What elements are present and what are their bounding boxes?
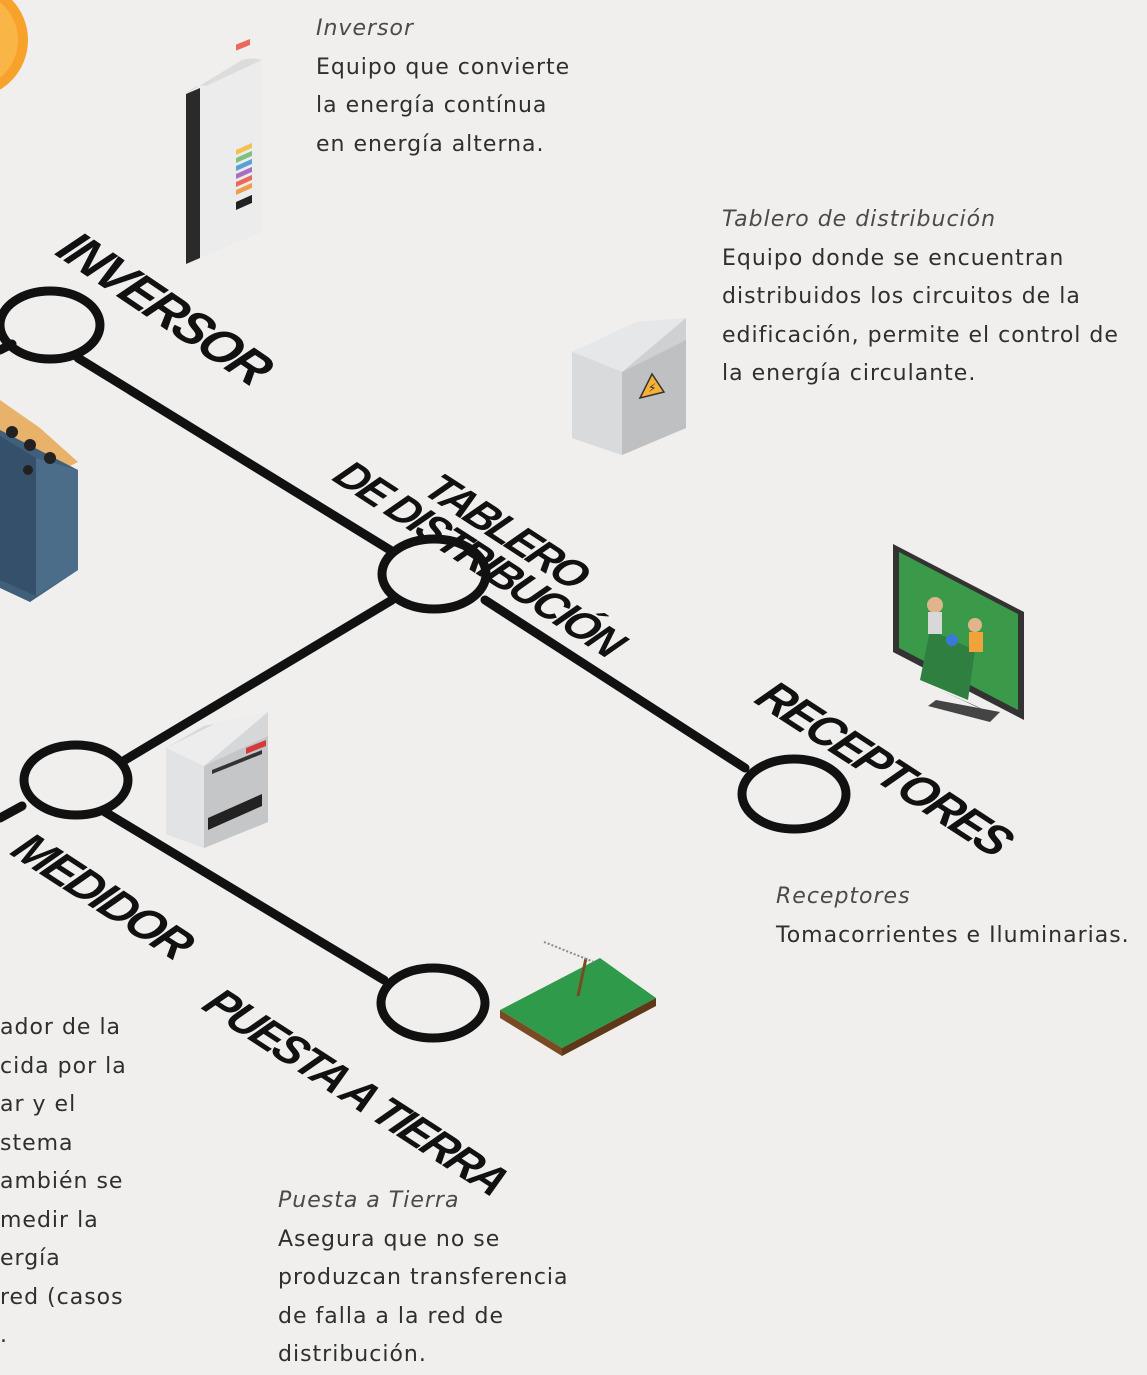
desc-medidor-text: ador de la cida por la ar y el stema amb… — [0, 1015, 127, 1348]
ground-rod-icon — [500, 941, 656, 1056]
svg-text:⚡: ⚡ — [648, 381, 656, 395]
node-inversor — [0, 286, 105, 364]
desc-tablero: Tablero de distribución Equipo donde se … — [722, 201, 1119, 394]
desc-medidor: ador de la cida por la ar y el stema amb… — [0, 1009, 127, 1356]
desc-inversor-text: Equipo que convierte la energía contínua… — [316, 54, 571, 157]
node-tierra — [376, 963, 490, 1043]
meter-icon — [166, 712, 268, 848]
desc-tablero-title: Tablero de distribución — [722, 207, 997, 232]
tv-receiver-icon — [893, 544, 1024, 722]
battery-icon — [0, 400, 78, 602]
connection-lines — [0, 339, 750, 985]
inverter-icon — [186, 38, 262, 264]
desc-inversor: Inversor Equipo que convierte la energía… — [316, 10, 570, 164]
desc-tablero-text: Equipo donde se encuentran distribuidos … — [722, 245, 1119, 387]
node-medidor — [19, 740, 133, 820]
desc-tierra: Puesta a Tierra Asegura que no se produz… — [278, 1182, 569, 1375]
sun-icon — [0, 0, 28, 90]
node-receptores — [737, 754, 851, 834]
node-tablero — [377, 534, 491, 614]
desc-tierra-title: Puesta a Tierra — [278, 1188, 460, 1213]
desc-receptores: Receptores Tomacorrientes e Iluminarias. — [776, 878, 1130, 955]
distribution-board-icon: ⚡ — [572, 318, 686, 455]
desc-inversor-title: Inversor — [316, 16, 414, 41]
desc-tierra-text: Asegura que no se produzcan transferenci… — [278, 1226, 569, 1368]
desc-receptores-text: Tomacorrientes e Iluminarias. — [776, 922, 1130, 948]
desc-receptores-title: Receptores — [776, 884, 911, 909]
